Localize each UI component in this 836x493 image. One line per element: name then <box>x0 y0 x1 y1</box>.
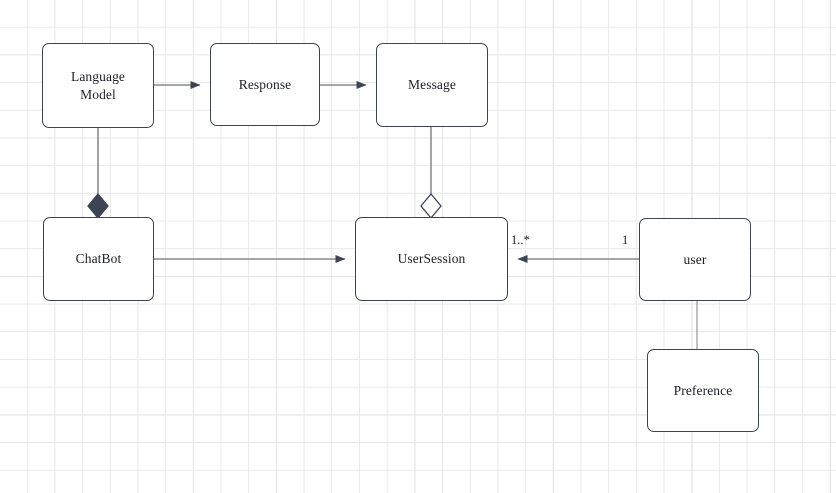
edge-message-to-usersession <box>420 127 442 220</box>
multiplicity-label-user: 1 <box>622 233 629 247</box>
node-label-user: user <box>683 251 707 267</box>
edge-language-model-to-chatbot <box>87 128 109 220</box>
node-label-usersession: UserSession <box>397 251 466 267</box>
node-label-chatbot: ChatBot <box>75 251 122 267</box>
node-usersession[interactable]: UserSession <box>355 217 508 301</box>
node-message[interactable]: Message <box>376 43 488 127</box>
filled-diamond-icon <box>87 192 109 220</box>
hollow-diamond-icon <box>420 192 442 220</box>
node-language-model[interactable]: Language Model <box>42 43 154 128</box>
node-label-language-model: Language Model <box>70 68 126 102</box>
node-chatbot[interactable]: ChatBot <box>43 217 154 301</box>
node-label-message: Message <box>408 77 456 93</box>
node-user[interactable]: user <box>639 218 751 301</box>
node-label-response: Response <box>238 76 292 92</box>
node-label-preference: Preference <box>673 382 733 398</box>
multiplicity-label-usersession: 1..* <box>511 233 530 247</box>
node-response[interactable]: Response <box>210 43 320 126</box>
node-preference[interactable]: Preference <box>647 349 759 432</box>
